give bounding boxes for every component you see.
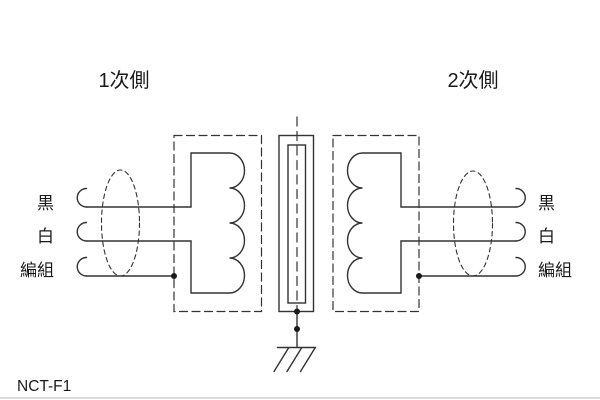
left-braid-lead-hook bbox=[76, 256, 88, 277]
left-black-lead-hook bbox=[76, 187, 88, 208]
left-white-lead-hook bbox=[76, 221, 88, 242]
right-braid-lead-hook bbox=[515, 256, 526, 277]
primary-side-title: 1次側 bbox=[98, 70, 150, 92]
secondary-side-title: 2次側 bbox=[447, 70, 499, 92]
left-braid-shield-junction-dot bbox=[171, 273, 177, 279]
primary-winding bbox=[190, 152, 246, 294]
right-braid-shield-junction-dot bbox=[416, 273, 422, 279]
right-white-lead-hook bbox=[515, 221, 526, 242]
right-cable-ellipse bbox=[452, 170, 494, 277]
left-terminal-label-white: 白 bbox=[37, 227, 54, 246]
right-black-lead-hook bbox=[515, 187, 526, 208]
ground-hatch-3 bbox=[299, 347, 316, 373]
right-terminal-label-black: 黒 bbox=[538, 194, 555, 213]
ground-hatch-2 bbox=[286, 347, 303, 373]
bottom-edge-line bbox=[0, 397, 600, 399]
left-terminal-label-braid: 編組 bbox=[20, 261, 54, 280]
left-terminal-label-black: 黒 bbox=[37, 194, 54, 213]
chassis-ground-icon bbox=[273, 346, 317, 373]
ground-lead-junction-dot bbox=[294, 326, 300, 332]
right-terminal-label-white: 白 bbox=[538, 227, 555, 246]
model-number-label: NCT-F1 bbox=[17, 378, 72, 395]
core-shield-inner-rect bbox=[287, 144, 307, 304]
core-ground-junction-dot bbox=[294, 308, 300, 315]
secondary-shield-box bbox=[332, 134, 420, 313]
left-cable-ellipse bbox=[100, 169, 141, 277]
right-terminal-label-braid: 編組 bbox=[538, 261, 572, 280]
secondary-winding bbox=[346, 152, 402, 294]
core-shield-outer-rect bbox=[278, 134, 315, 313]
ground-hatch-1 bbox=[273, 347, 290, 373]
primary-shield-box bbox=[173, 134, 263, 313]
